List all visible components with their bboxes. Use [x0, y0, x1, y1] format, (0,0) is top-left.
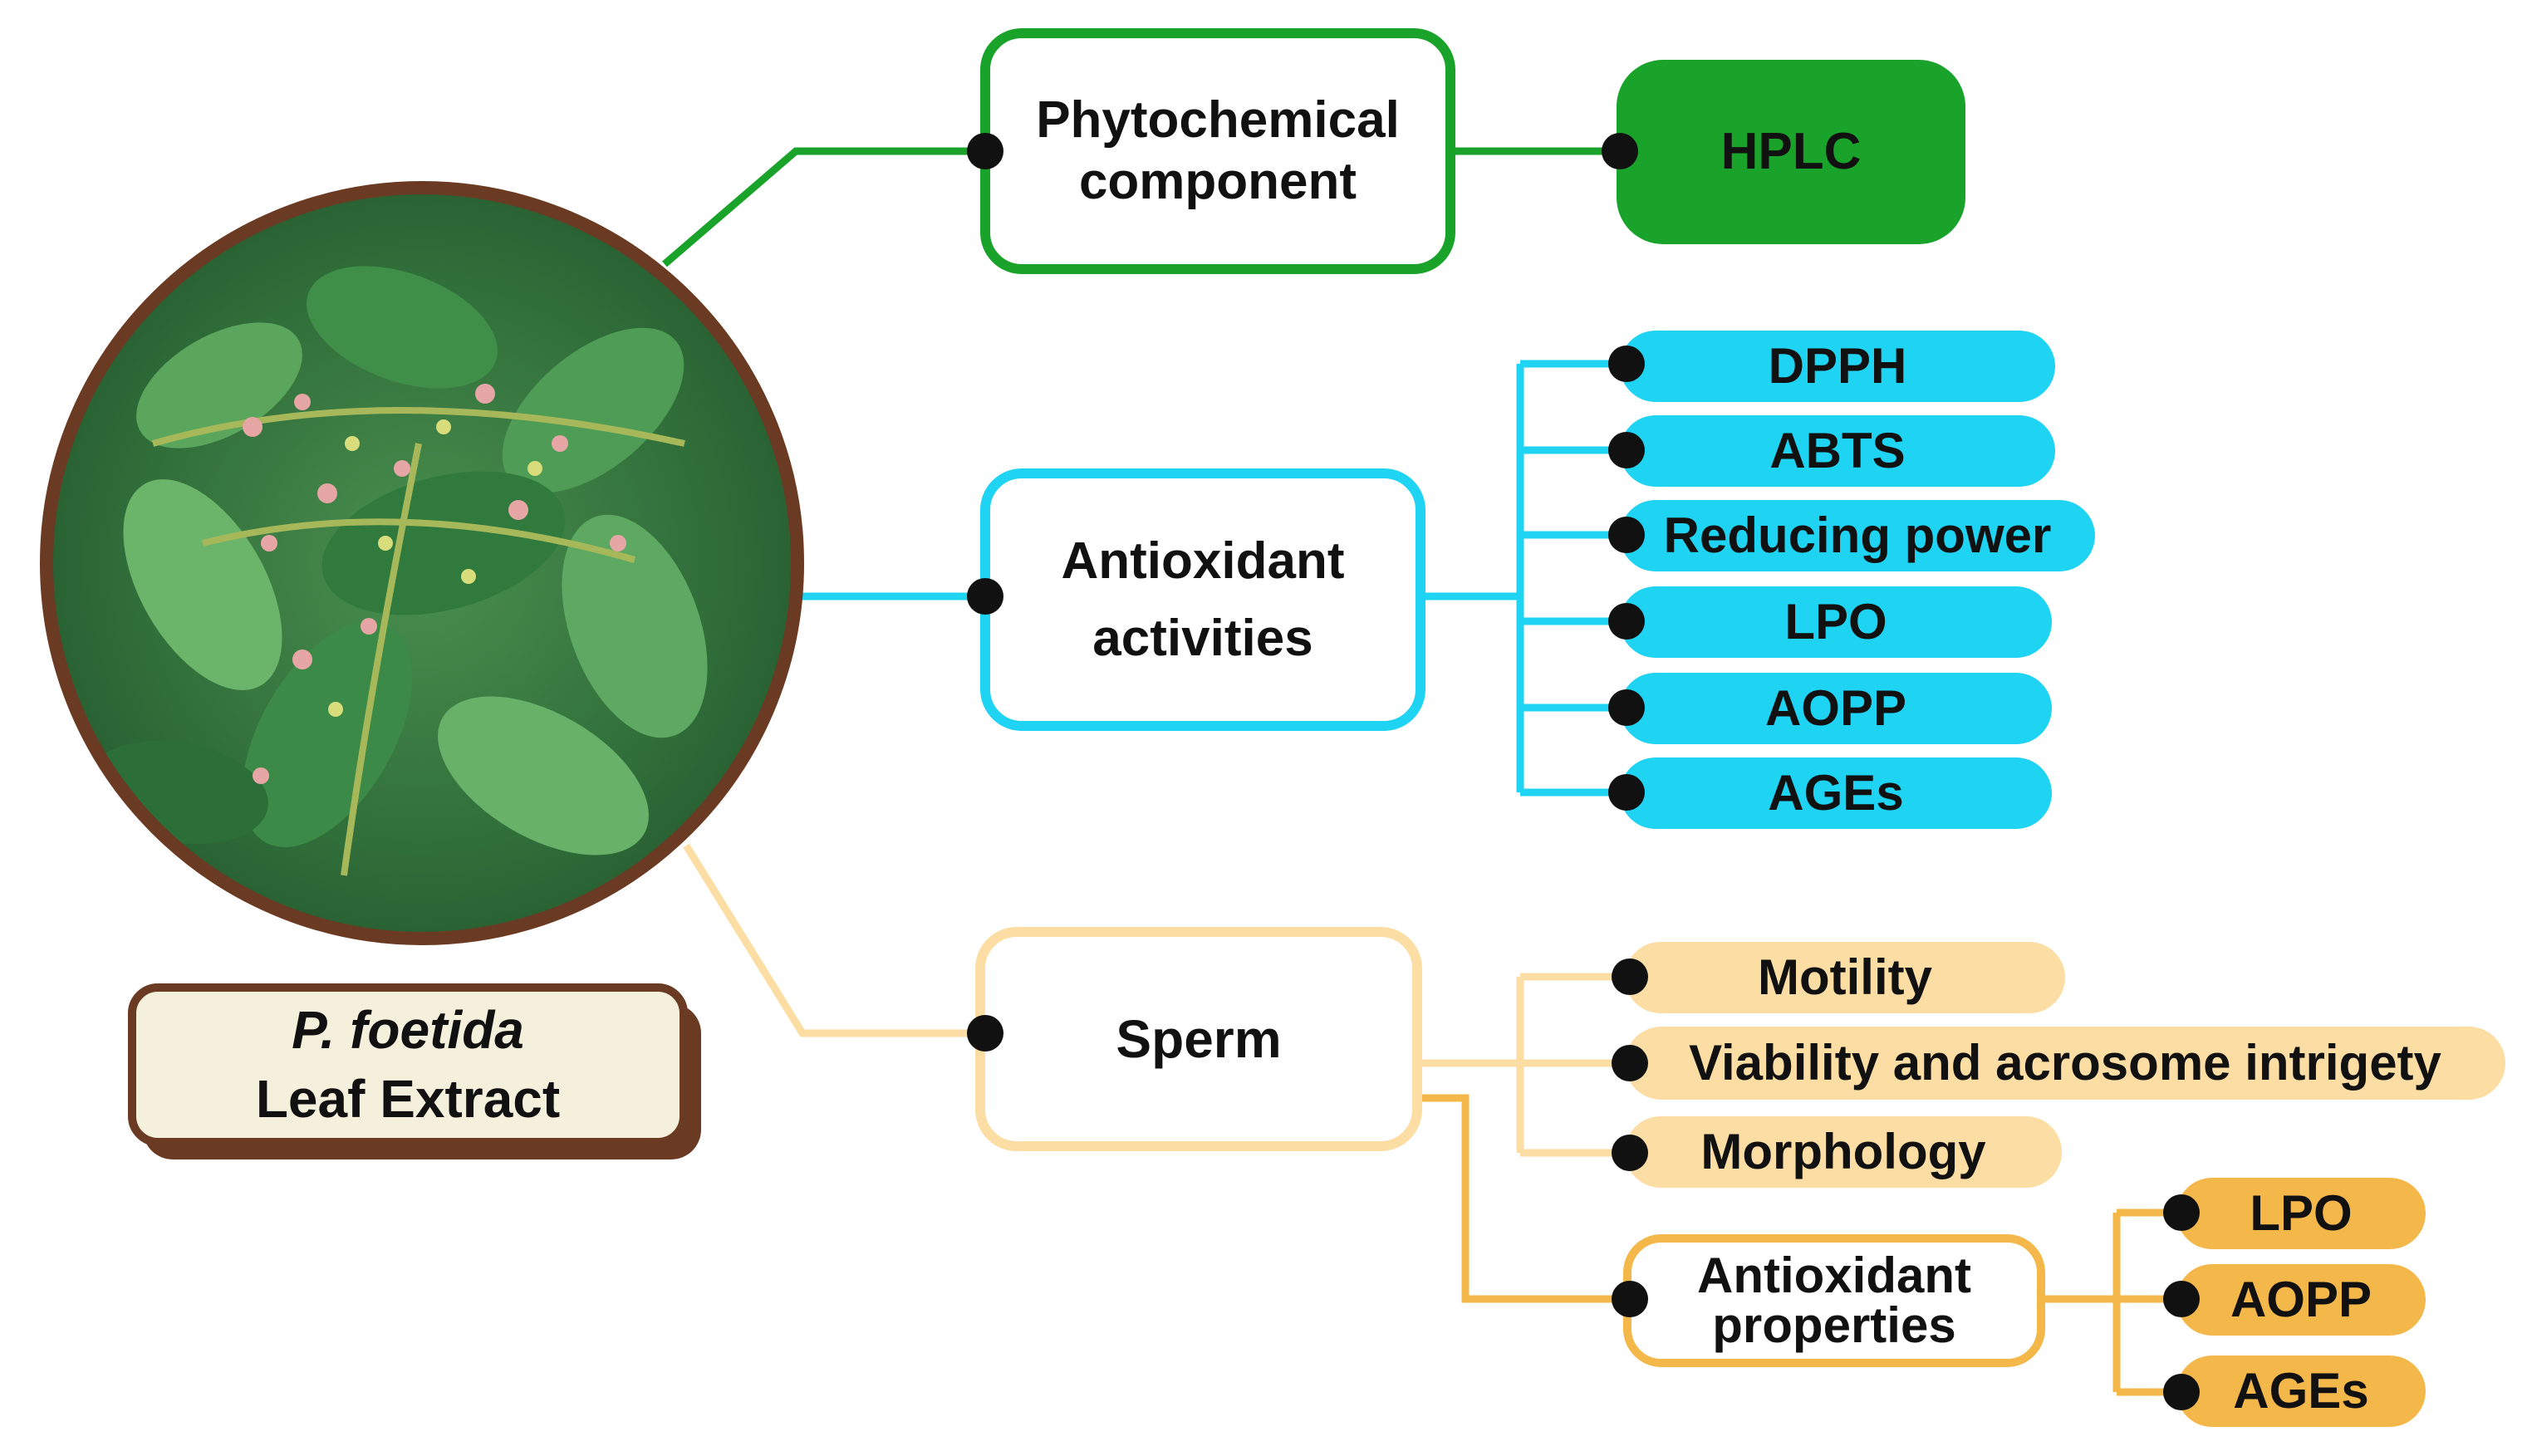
sperm-antioxidant-properties-node: Antioxidant properties [1623, 1234, 2045, 1367]
antioxidant-line2: activities [1092, 610, 1313, 667]
phytochemical-node: Phytochemical component [980, 28, 1455, 274]
connector-dot [967, 578, 1003, 615]
marker-label: AOPP [2230, 1272, 2372, 1327]
connector-dot [1612, 958, 1648, 995]
connector-dot [1608, 774, 1645, 811]
sperm-motility: Motility [1625, 942, 2065, 1013]
assay-abts: ABTS [1620, 415, 2055, 487]
sperm-node: Sperm [975, 927, 1422, 1151]
sperm-parameter-label: Viability and acrosome intrigety [1689, 1035, 2441, 1091]
phytochemical-line2: component [1078, 153, 1357, 210]
connector-dot [1608, 432, 1645, 468]
plant-photo [40, 181, 804, 945]
connector-dot [967, 1015, 1003, 1052]
connector-dot [967, 133, 1003, 169]
antioxidant-activities-node: Antioxidant activities [980, 468, 1425, 731]
root-label-plaque: P. foetida Leaf Extract [128, 983, 688, 1146]
assay-lpo: LPO [1620, 586, 2052, 658]
sperm-morphology: Morphology [1625, 1116, 2062, 1188]
assay-label: AOPP [1764, 680, 1907, 736]
marker-ages: AGEs [2176, 1356, 2426, 1427]
sperm-antioxidant-line1: Antioxidant [1697, 1248, 1971, 1303]
connector-dot [1612, 1045, 1648, 1081]
hplc-label: HPLC [1720, 122, 1862, 180]
phytochemical-line1: Phytochemical [1036, 91, 1400, 149]
sperm-parameter-label: Motility [1758, 949, 1932, 1005]
connector-dot [1608, 517, 1645, 553]
species-name: P. foetida [292, 999, 524, 1060]
sperm-parameter-label: Morphology [1700, 1124, 1986, 1179]
antioxidant-line1: Antioxidant [1061, 532, 1345, 590]
connector-dot [2163, 1194, 2200, 1231]
plant-leaves-illustration [87, 266, 708, 876]
marker-label: AGEs [2233, 1363, 2369, 1419]
marker-label: LPO [2250, 1185, 2353, 1241]
assay-label: ABTS [1769, 423, 1906, 478]
assay-label: LPO [1784, 594, 1887, 650]
sperm-label: Sperm [1116, 1008, 1282, 1069]
sperm-viability: Viability and acrosome intrigety [1625, 1027, 2505, 1100]
assay-ages: AGEs [1620, 757, 2052, 829]
assay-label: AGEs [1768, 765, 1904, 821]
hplc-node: HPLC [1617, 60, 1965, 244]
marker-lpo: LPO [2176, 1178, 2426, 1249]
assay-label: Reducing power [1663, 507, 2052, 563]
sperm-antioxidant-line2: properties [1712, 1297, 1956, 1353]
connector-dot [2163, 1281, 2200, 1317]
assay-label: DPPH [1768, 338, 1907, 394]
connector-dot [1612, 1281, 1648, 1317]
connector-dot [1608, 346, 1645, 382]
connector-dot [1602, 133, 1638, 169]
connector-dot [1608, 689, 1645, 726]
marker-aopp: AOPP [2176, 1264, 2426, 1336]
extract-label: Leaf Extract [255, 1069, 561, 1129]
connector-dot [1612, 1135, 1648, 1171]
connector-dot [2163, 1374, 2200, 1410]
connector-dot [1608, 603, 1645, 640]
assay-reducing-power: Reducing power [1620, 500, 2095, 571]
assay-dpph: DPPH [1620, 331, 2055, 402]
assay-aopp: AOPP [1620, 673, 2052, 744]
